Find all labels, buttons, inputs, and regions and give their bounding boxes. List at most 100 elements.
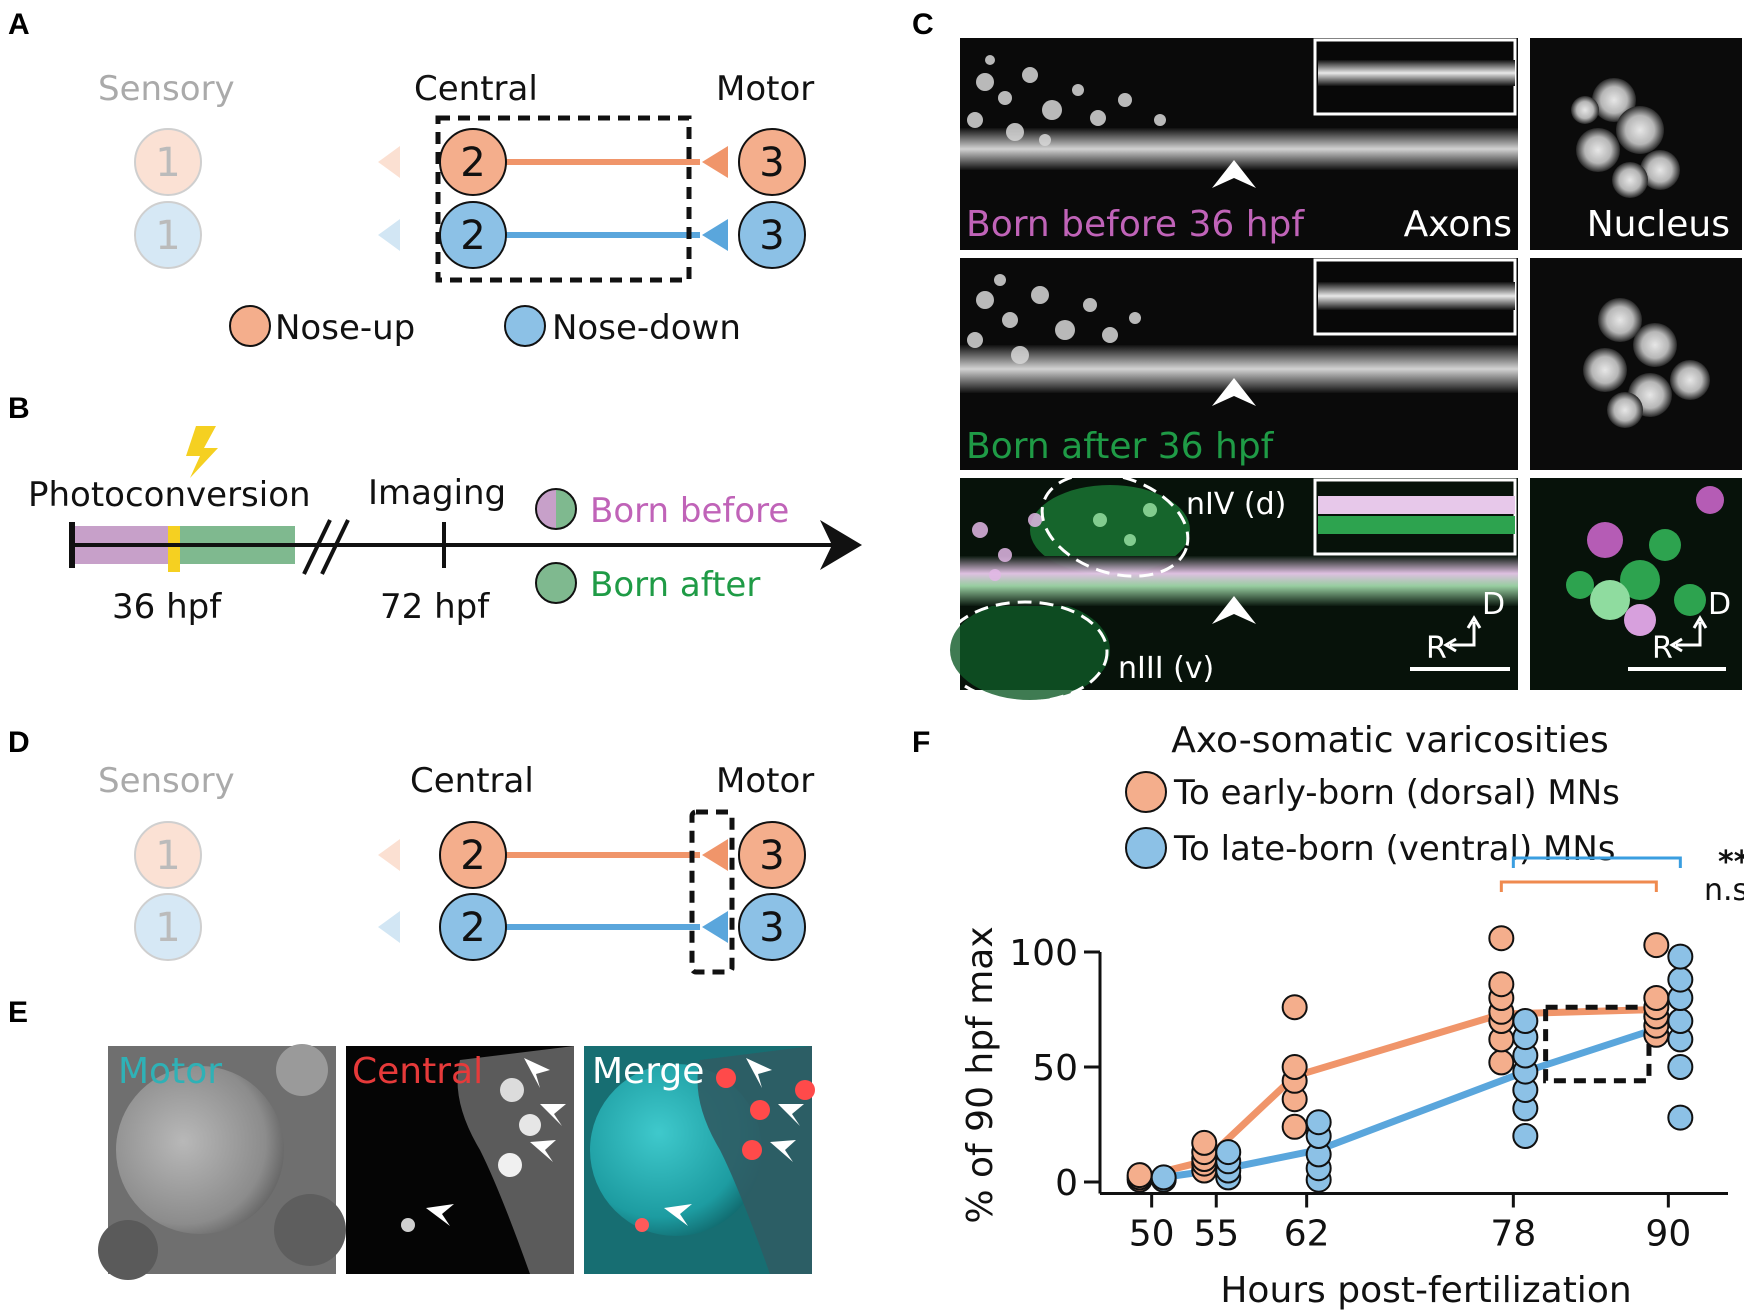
sensory-neuron-up-d-label: 1 — [155, 833, 180, 879]
data-point-early — [1281, 1113, 1308, 1140]
motor-header: Motor — [716, 69, 814, 109]
data-point-late — [1667, 943, 1694, 970]
merge-channel-label: Merge — [592, 1051, 704, 1092]
axis-rostral-label-2: R — [1652, 631, 1673, 666]
chart-legend-swatch-late — [1125, 827, 1167, 869]
x-tick-label: 50 — [1129, 1214, 1175, 1255]
legend-swatch-up — [229, 305, 271, 347]
sensory-neuron-down — [134, 201, 202, 269]
sensory-neuron-down-label: 1 — [155, 213, 180, 259]
timeline-arrowhead — [820, 520, 862, 570]
central-channel-label: Central — [352, 1051, 483, 1092]
legend-label-down: Nose-down — [552, 308, 741, 348]
born-after-label: Born after — [590, 565, 760, 605]
data-point-early — [1281, 994, 1308, 1021]
data-point-early — [1488, 1049, 1515, 1076]
chart-legend-early: To early-born (dorsal) MNs — [1173, 773, 1620, 813]
legend-label-up: Nose-up — [275, 308, 415, 348]
central-neuron-down-label: 2 — [460, 213, 485, 259]
panel-a: A Sensory Central Motor 1 2 3 1 2 3 Nose… — [8, 8, 814, 348]
synapse-arrow-up-2 — [702, 146, 728, 178]
significance-label-late: ** — [1718, 845, 1744, 880]
x-tick-label: 62 — [1284, 1214, 1330, 1255]
sensory-neuron-down-d — [134, 893, 202, 961]
panel-b: B Photoconversion Imaging 36 hpf 72 hpf … — [8, 392, 862, 627]
panel-f-chart: F Axo-somatic varicosities To early-born… — [912, 720, 1744, 1311]
panel-f-label: F — [912, 726, 930, 759]
born-before-swatch-green — [556, 489, 576, 529]
micrograph-axons-after — [960, 258, 1518, 470]
panel-b-label: B — [8, 392, 30, 425]
chart-title: Axo-somatic varicosities — [1171, 720, 1609, 761]
central-neuron-down-d-label: 2 — [460, 905, 485, 951]
panel-c: C Born before 36 hpf Axons Nucle — [912, 8, 1742, 704]
y-tick-label: 0 — [1055, 1163, 1078, 1204]
time-72-label: 72 hpf — [380, 587, 490, 627]
micrograph-central — [346, 1046, 574, 1274]
significance-bracket-early — [1499, 880, 1658, 892]
data-point-late — [1512, 1008, 1539, 1034]
x-tick-label: 55 — [1193, 1214, 1239, 1255]
data-point-late — [1150, 1164, 1177, 1191]
axis-dorsal-label-2: D — [1708, 587, 1731, 622]
photoconversion-label: Photoconversion — [28, 475, 311, 515]
axons-label: Axons — [1404, 204, 1512, 245]
lightning-icon — [186, 426, 218, 478]
chart-legend-swatch-early — [1125, 771, 1167, 813]
photoconversion-marker — [168, 526, 180, 572]
chart-legend-late: To late-born (ventral) MNs — [1173, 829, 1616, 869]
sensory-neuron-up — [134, 128, 202, 196]
y-axis-label: % of 90 hpf max — [960, 926, 1001, 1223]
highlight-box-central — [435, 115, 692, 283]
data-point-late — [1215, 1139, 1242, 1166]
sensory-neuron-down-d-label: 1 — [155, 905, 180, 951]
data-point-late — [1667, 966, 1694, 993]
micrograph-nucleus-merge — [1530, 478, 1742, 690]
micrograph-merge — [584, 1046, 815, 1274]
central-neuron-up-label: 2 — [460, 140, 485, 186]
panel-a-label: A — [8, 8, 30, 41]
data-point-early — [1488, 925, 1515, 952]
sensory-header: Sensory — [98, 69, 235, 109]
data-point-early — [1126, 1162, 1153, 1189]
central-neuron-up-d-label: 2 — [460, 833, 485, 879]
central-neuron-up-d — [439, 821, 507, 889]
panel-d: D Sensory Central Motor 1 2 3 1 2 3 — [8, 726, 814, 975]
motor-neuron-down-d — [738, 893, 806, 961]
axis-break-1 — [302, 519, 332, 575]
data-point-late — [1667, 1054, 1694, 1080]
central-header-d: Central — [410, 761, 534, 801]
micrograph-nucleus-after — [1530, 258, 1742, 470]
synapse-arrow-down-1 — [378, 219, 400, 251]
panel-c-label: C — [912, 8, 934, 41]
motor-neuron-up-label: 3 — [759, 140, 784, 186]
niii-label: nIII (v) — [1118, 651, 1214, 686]
born-before-swatch — [535, 488, 577, 530]
data-point-late — [1667, 1008, 1694, 1034]
x-axis-label: Hours post-fertilization — [1220, 1270, 1631, 1311]
motor-neuron-up-d-label: 3 — [759, 833, 784, 879]
x-tick-label: 78 — [1490, 1214, 1536, 1255]
row2-caption: Born after 36 hpf — [966, 426, 1275, 467]
nucleus-label: Nucleus — [1587, 204, 1730, 245]
legend-swatch-down — [504, 305, 546, 347]
motor-channel-label: Motor — [118, 1051, 222, 1092]
panel-e: E Motor Central — [8, 996, 815, 1280]
micrograph-motor — [98, 1044, 346, 1280]
data-point-early — [1281, 1054, 1308, 1080]
data-point-late — [1305, 1109, 1332, 1136]
axis-break-2 — [320, 519, 350, 575]
significance-label-early: n.s. — [1704, 873, 1744, 908]
motor-neuron-down — [738, 201, 806, 269]
born-after-swatch — [535, 562, 577, 604]
significance-bracket-late — [1511, 856, 1682, 868]
data-point-early — [1191, 1129, 1218, 1156]
sensory-header-d: Sensory — [98, 761, 235, 801]
born-before-swatch-magenta — [536, 489, 556, 529]
data-point-early — [1488, 971, 1515, 998]
motor-header-d: Motor — [716, 761, 814, 801]
data-point-late — [1512, 1123, 1539, 1149]
row1-caption: Born before 36 hpf — [966, 204, 1305, 245]
